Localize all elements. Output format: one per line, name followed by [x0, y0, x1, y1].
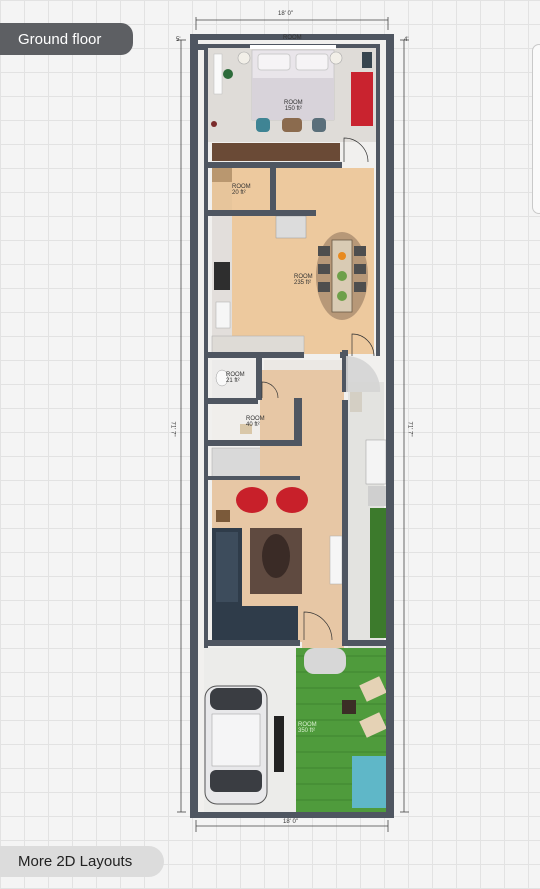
pool: [352, 756, 386, 808]
ground-floor-button[interactable]: Ground floor: [0, 23, 133, 55]
bedroom-window: [250, 45, 336, 49]
dimension-lines: [177, 17, 409, 832]
walls: [190, 34, 394, 818]
toilet-label: ROOM 21 ft²: [226, 372, 245, 384]
small-room-label: ROOM 20 ft²: [232, 184, 251, 196]
balcony-label: ROOM: [283, 35, 302, 41]
left-height-label: 71' 7": [169, 421, 176, 437]
motorbike: [274, 716, 284, 772]
top-left-small-label: 5': [176, 37, 181, 43]
toilet-area: 21 ft²: [226, 378, 240, 384]
kitchen-name: ROOM: [294, 274, 313, 280]
red-armchairs: [236, 487, 308, 513]
parking-label: ROOM 350 ft²: [298, 722, 317, 734]
l-sofa: [212, 528, 298, 640]
mid-room-label: ROOM 40 ft²: [246, 416, 265, 428]
stepping-pad: [304, 648, 346, 674]
top-width-label: 18' 0": [278, 11, 293, 17]
kitchen-label: ROOM 235 ft²: [294, 274, 313, 286]
top-right-small-label: 4': [404, 37, 409, 43]
car: [204, 685, 268, 805]
side-scroll-handle[interactable]: [532, 44, 540, 214]
kitchen-area: 235 ft²: [294, 280, 312, 286]
mid-room-name: ROOM: [246, 416, 265, 422]
toilet-name: ROOM: [226, 372, 245, 378]
parking-area: 350 ft²: [298, 728, 316, 734]
small-room-area: 20 ft²: [232, 190, 246, 196]
more-2d-layouts-button[interactable]: More 2D Layouts: [0, 846, 164, 877]
bedroom-name: ROOM: [284, 100, 303, 106]
bedroom-sofa: [351, 72, 373, 126]
small-room-name: ROOM: [232, 184, 251, 190]
bedroom-area: 150 ft²: [284, 106, 302, 112]
door-swings: [261, 137, 375, 641]
bedroom-label: ROOM 150 ft²: [284, 100, 303, 112]
bottom-width-label: 18' 0": [283, 819, 298, 825]
dining-table: [316, 232, 368, 320]
side-planter: [370, 508, 388, 638]
wardrobe: [212, 143, 340, 161]
right-height-label: 71' 7": [406, 421, 413, 437]
parking-name: ROOM: [298, 722, 317, 728]
entry-step: [346, 355, 381, 392]
bed: [251, 49, 335, 121]
mid-room-area: 40 ft²: [246, 422, 260, 428]
